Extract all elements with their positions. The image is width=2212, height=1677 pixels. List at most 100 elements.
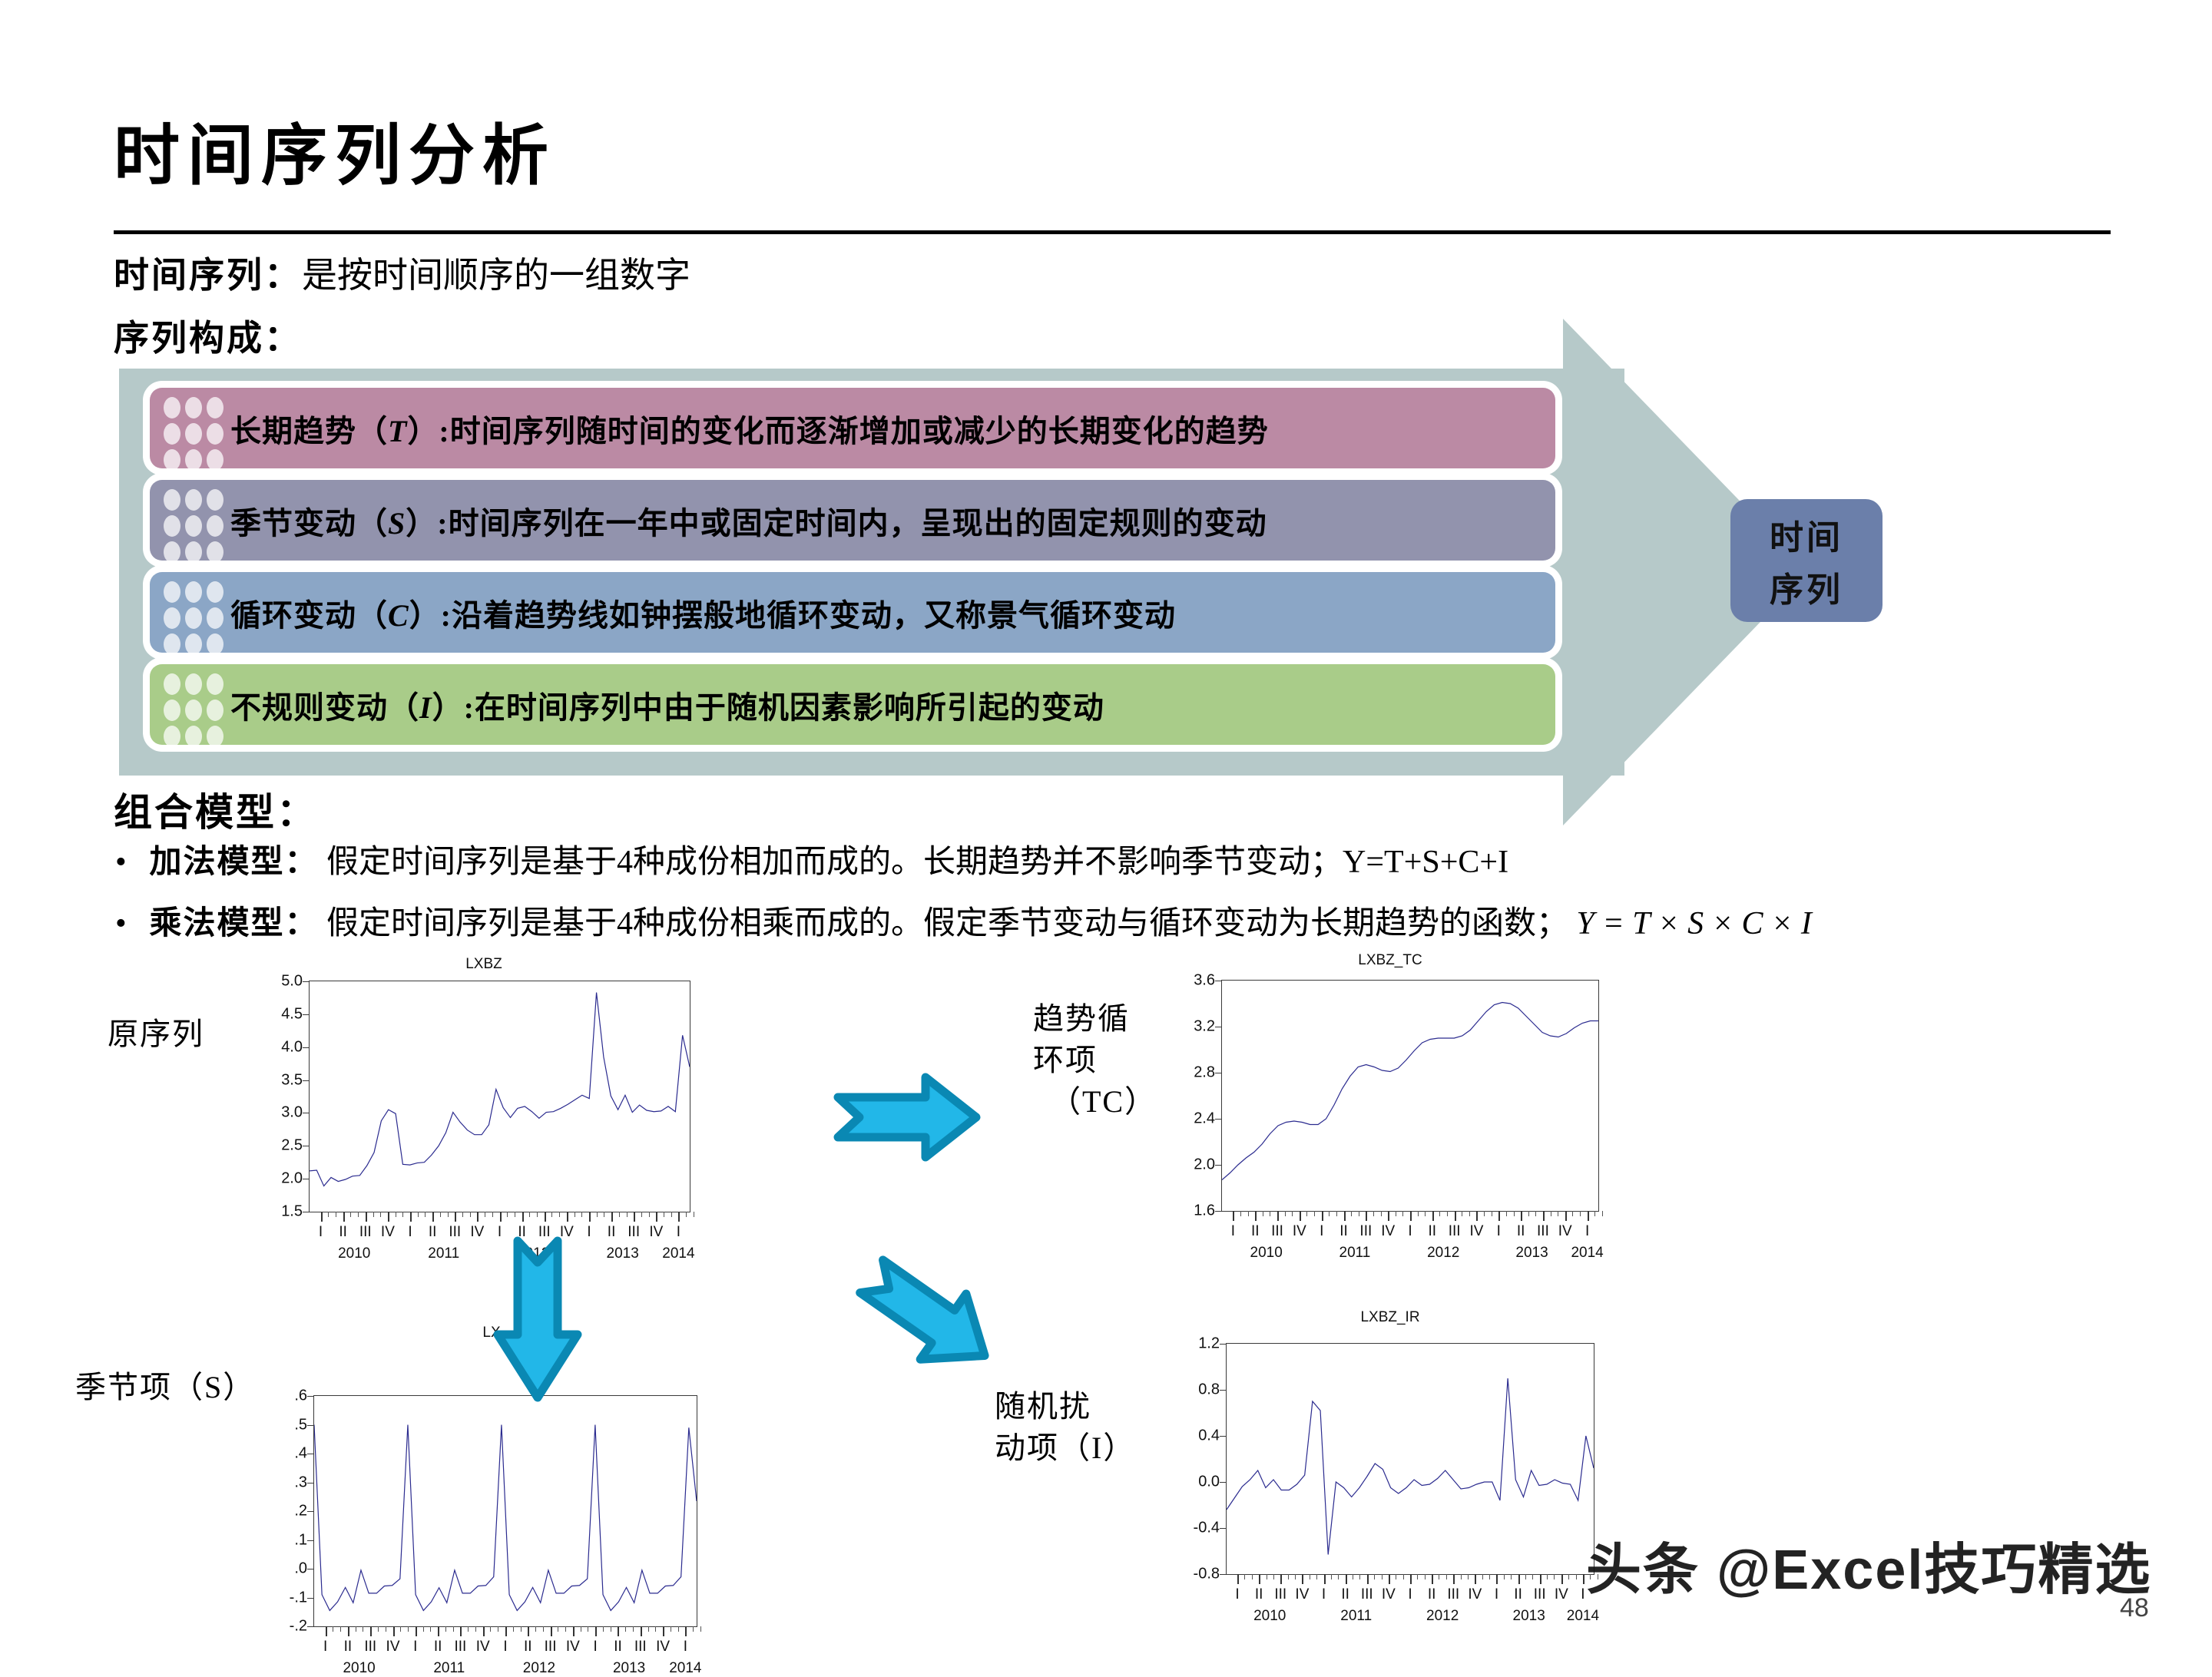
x-axis-quarter-label: I — [323, 1639, 328, 1655]
chart-series-line — [1227, 1344, 1594, 1574]
additive-model-bullet: • 加法模型： 假定时间序列是基于4种成份相加而成的。长期趋势并不影响季节变动；… — [115, 843, 1508, 882]
x-axis-minor-tick — [1359, 1574, 1361, 1579]
x-axis-tick — [370, 1626, 373, 1636]
y-axis-tick-label: 4.5 — [281, 1005, 303, 1023]
y-axis-tick-label: 0.0 — [1198, 1473, 1220, 1490]
x-axis-quarter-label: II — [433, 1639, 442, 1655]
x-axis-quarter-label: III — [454, 1639, 467, 1655]
x-axis-tick — [1539, 1574, 1541, 1584]
x-axis-quarter-label: I — [1408, 1586, 1412, 1603]
x-axis-year-label: 2010 — [1250, 1245, 1283, 1261]
x-axis-minor-tick — [358, 1212, 359, 1217]
component-row-text: 季节变动（S）:时间序列在一年中或固定时间内，呈现出的固定规则的变动 — [230, 505, 1267, 541]
x-axis-year-label: 2013 — [1512, 1608, 1545, 1624]
y-axis-tick-label: .1 — [294, 1531, 307, 1548]
bullet-dot-icon: • — [115, 845, 127, 880]
y-axis-tick-label: .6 — [294, 1387, 307, 1404]
dot-grid-icon — [150, 664, 230, 747]
x-axis-minor-tick — [1417, 1574, 1419, 1579]
x-axis-quarter-label: IV — [559, 1224, 574, 1240]
component-rows: 长期趋势（T）:时间序列随时间的变化而逐渐增加或减少的长期变化的趋势季节变动（S… — [150, 388, 1555, 756]
x-axis-minor-tick — [700, 1626, 701, 1632]
x-axis-year-label: 2010 — [338, 1245, 371, 1262]
y-axis-tick — [1220, 1482, 1227, 1483]
x-axis-quarter-label: IV — [1381, 1223, 1396, 1239]
x-axis-minor-tick — [350, 1212, 352, 1217]
x-axis-quarter-label: IV — [475, 1639, 490, 1655]
x-axis-tick — [325, 1626, 327, 1636]
y-axis-tick — [1220, 1574, 1227, 1575]
x-axis-quarter-label: IV — [1468, 1586, 1482, 1603]
y-axis-tick-label: .5 — [294, 1416, 307, 1433]
y-axis-tick — [307, 1396, 314, 1397]
y-axis-tick — [307, 1482, 314, 1484]
x-axis-year-label: 2012 — [522, 1660, 556, 1676]
x-axis-minor-tick — [1417, 1211, 1419, 1216]
x-axis-minor-tick — [1425, 1211, 1426, 1216]
y-axis-tick-label: 0.8 — [1198, 1381, 1220, 1398]
x-axis-year-label: 2012 — [1426, 1608, 1459, 1624]
x-axis-minor-tick — [1528, 1211, 1529, 1216]
x-axis-tick — [482, 1626, 485, 1636]
x-axis-minor-tick — [1572, 1211, 1574, 1216]
x-axis-minor-tick — [1374, 1574, 1376, 1579]
x-axis-minor-tick — [340, 1626, 342, 1632]
x-axis-year-label: 2013 — [1515, 1245, 1548, 1261]
x-axis-minor-tick — [1460, 1574, 1462, 1579]
x-axis-minor-tick — [1447, 1211, 1449, 1216]
x-axis-tick — [1582, 1574, 1584, 1584]
x-axis-minor-tick — [1247, 1211, 1249, 1216]
additive-model-text: 假定时间序列是基于4种成份相加而成的。长期趋势并不影响季节变动；Y=T+S+C+… — [326, 845, 1509, 880]
x-axis-quarter-label: II — [1250, 1223, 1260, 1239]
x-axis-tick — [588, 1212, 591, 1222]
dot-grid-icon — [150, 388, 230, 471]
label-original-series: 原序列 — [108, 1017, 204, 1051]
x-axis-tick — [640, 1626, 642, 1636]
y-axis-tick — [1215, 1119, 1222, 1120]
badge-line-1: 时间 — [1770, 519, 1843, 557]
x-axis-tick — [685, 1626, 687, 1636]
x-axis-quarter-label: II — [607, 1224, 616, 1240]
x-axis-minor-tick — [400, 1626, 402, 1632]
components-arrow-band: 长期趋势（T）:时间序列随时间的变化而逐渐增加或减少的长期变化的趋势季节变动（S… — [119, 319, 1809, 825]
component-row: 循环变动（C）:沿着趋势线如钟摆般地循环变动，又称景气循环变动 — [150, 572, 1555, 655]
x-axis-quarter-label: III — [1537, 1223, 1549, 1239]
arrow-right-to-trend-cycle — [833, 1071, 987, 1163]
y-axis-tick-label: -0.4 — [1193, 1519, 1220, 1536]
x-axis-minor-tick — [542, 1626, 544, 1632]
x-axis-quarter-label: II — [1254, 1586, 1263, 1603]
x-axis-minor-tick — [1251, 1574, 1253, 1579]
x-axis-minor-tick — [559, 1212, 561, 1217]
x-axis-tick — [1366, 1211, 1368, 1221]
y-axis-tick — [303, 981, 310, 982]
chart-title: LXBZ_IR — [1360, 1309, 1420, 1325]
x-axis-minor-tick — [469, 1212, 471, 1217]
x-axis-quarter-label: IV — [1554, 1586, 1568, 1603]
y-axis-tick — [307, 1626, 314, 1627]
title-divider — [114, 230, 2111, 234]
y-axis-tick-label: .4 — [294, 1444, 307, 1462]
x-axis-tick — [1432, 1574, 1434, 1584]
y-axis-tick — [307, 1540, 314, 1541]
x-axis-quarter-label: I — [1320, 1223, 1324, 1239]
x-axis-year-label: 2014 — [662, 1245, 695, 1262]
x-axis-tick — [1388, 1574, 1390, 1584]
x-axis-minor-tick — [1525, 1574, 1526, 1579]
x-axis-minor-tick — [475, 1626, 476, 1632]
x-axis-tick — [365, 1212, 367, 1222]
x-axis-minor-tick — [596, 1212, 598, 1217]
x-axis-tick — [1565, 1211, 1567, 1221]
x-axis-quarter-label: II — [614, 1639, 622, 1655]
x-axis-minor-tick — [1445, 1574, 1447, 1579]
x-axis-tick — [1237, 1574, 1240, 1584]
x-axis-quarter-label: IV — [1295, 1586, 1310, 1603]
x-axis-quarter-label: II — [1341, 1586, 1349, 1603]
x-axis-minor-tick — [1351, 1211, 1353, 1216]
x-axis-minor-tick — [1535, 1211, 1537, 1216]
x-axis-quarter-label: I — [1235, 1586, 1240, 1603]
x-axis-quarter-label: III — [1359, 1223, 1373, 1239]
x-axis-minor-tick — [512, 1626, 514, 1632]
dot-grid-icon — [150, 480, 230, 563]
